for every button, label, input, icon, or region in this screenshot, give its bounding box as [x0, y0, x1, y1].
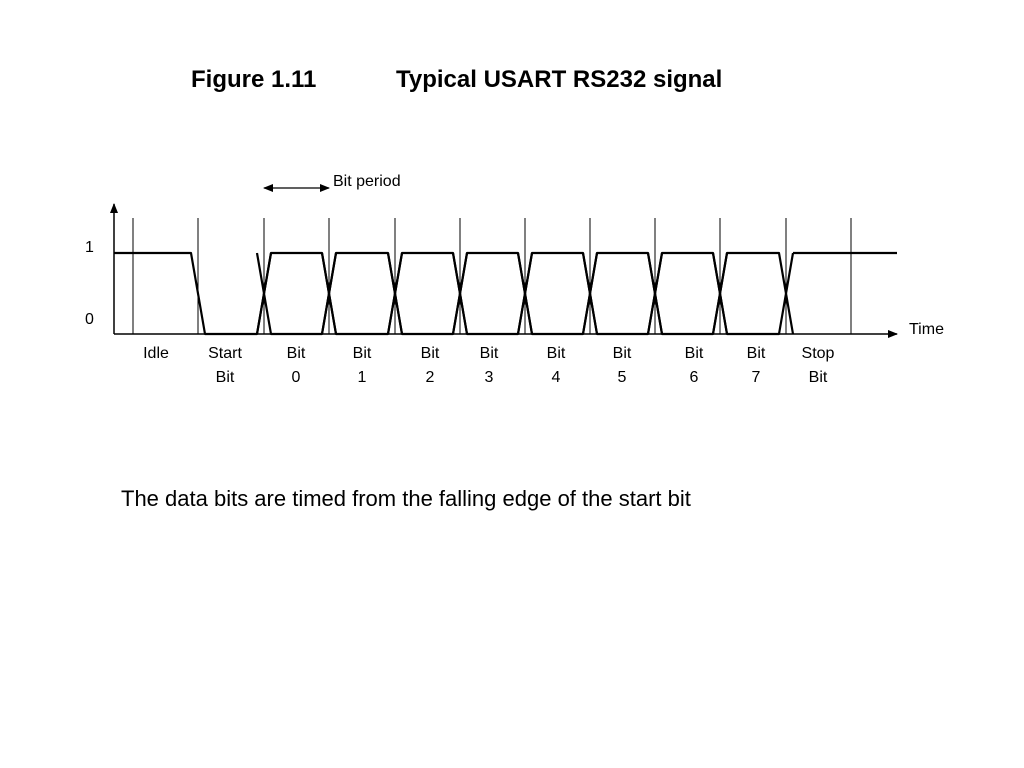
segment-label-line2: Bit [216, 369, 235, 386]
level-low-label: 0 [85, 311, 94, 328]
segment-label-line1: Bit [287, 345, 306, 362]
segment-label-line2: Bit [809, 369, 828, 386]
data-bit-eye-lower [711, 252, 795, 336]
segment-label-line1: Bit [480, 345, 499, 362]
segment-label-line1: Bit [685, 345, 704, 362]
bit-boundaries [132, 218, 852, 334]
bit-period-label: Bit period [333, 173, 401, 190]
segment-label-line2: 7 [752, 369, 761, 386]
segment-label-line1: Idle [143, 345, 169, 362]
segment-label-line2: 0 [292, 369, 301, 386]
segment-label-line1: Bit [421, 345, 440, 362]
segment-label-line2: 5 [618, 369, 627, 386]
signal-waveform [114, 251, 897, 336]
segment-label-line2: 4 [552, 369, 561, 386]
figure-title-text: Typical USART RS232 signal [396, 66, 723, 93]
caption: The data bits are timed from the falling… [121, 486, 691, 511]
segment-label-line1: Stop [802, 345, 835, 362]
segment-label-line1: Bit [547, 345, 566, 362]
segment-label-line1: Bit [613, 345, 632, 362]
level-high-label: 1 [85, 239, 94, 256]
segment-label-line2: 2 [426, 369, 435, 386]
segment-label-line2: 6 [690, 369, 699, 386]
segment-label-line2: 3 [485, 369, 494, 386]
segment-label-line1: Bit [353, 345, 372, 362]
time-axis-label: Time [909, 321, 944, 338]
start-bit-waveform [114, 251, 273, 336]
segment-label-line2: 1 [358, 369, 367, 386]
segment-label-line1: Bit [747, 345, 766, 362]
figure-number: Figure 1.11 [191, 66, 317, 93]
segment-label-line1: Start [208, 345, 242, 362]
